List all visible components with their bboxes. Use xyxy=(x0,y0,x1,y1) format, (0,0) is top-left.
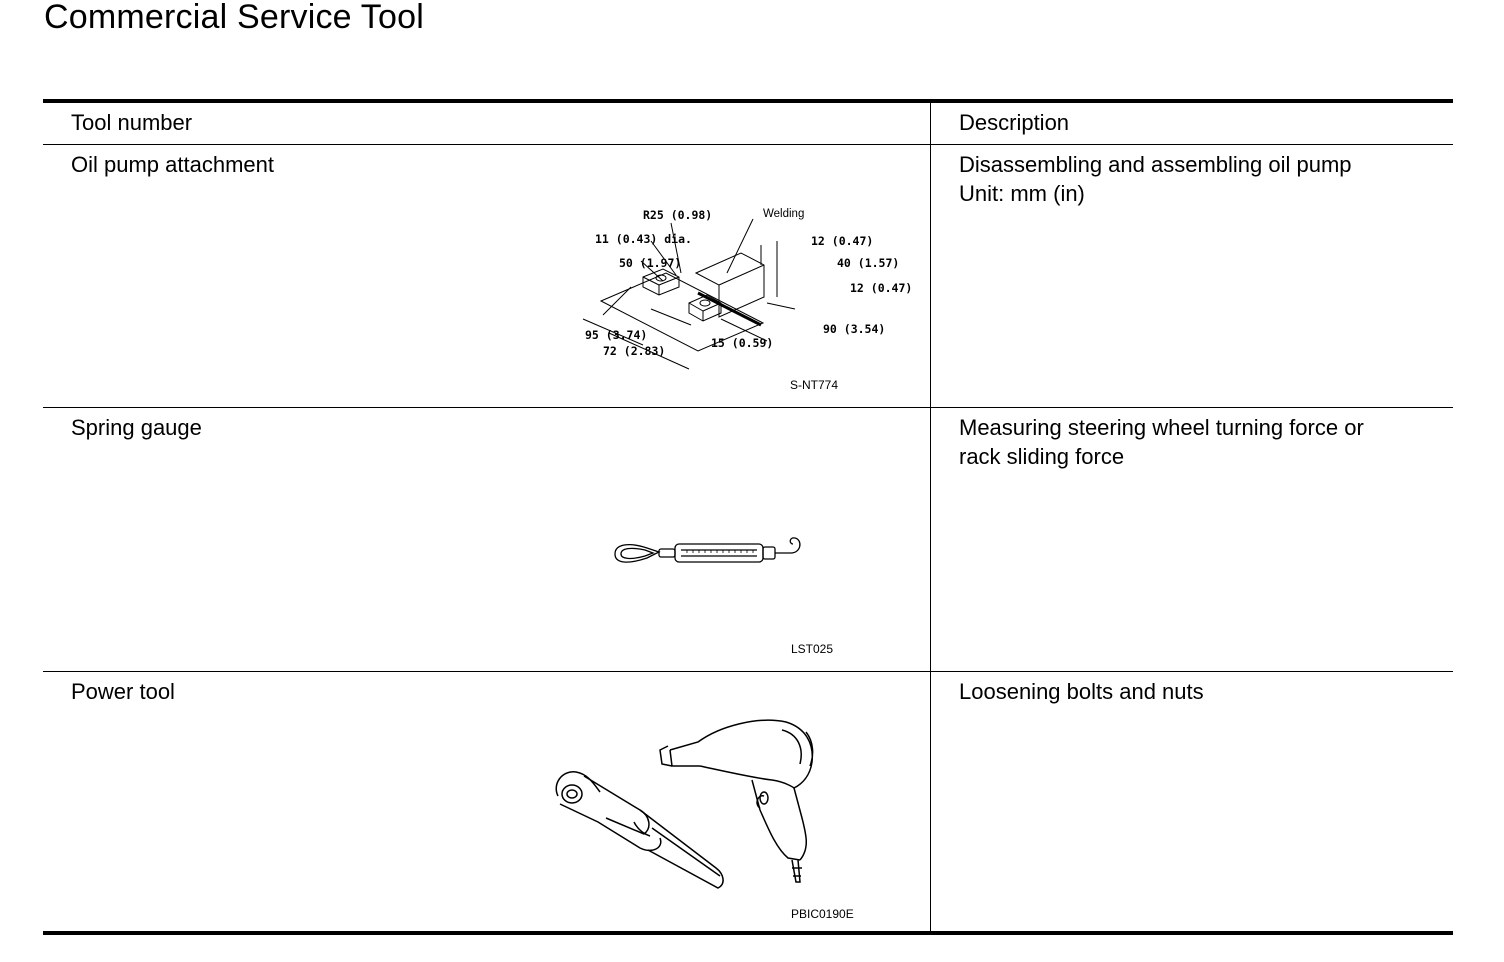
table-row: Spring gauge xyxy=(43,407,1453,671)
table-header-row: Tool number Description xyxy=(43,103,1453,144)
dim-11: 11 (0.43) dia. xyxy=(595,232,692,246)
figure-code: LST025 xyxy=(791,642,834,656)
dim-50: 50 (1.97) xyxy=(619,256,681,270)
header-description: Description xyxy=(959,110,1070,135)
header-cell-tool-number: Tool number xyxy=(43,103,931,144)
dim-95: 95 (3.74) xyxy=(585,328,647,342)
dim-40: 40 (1.57) xyxy=(837,256,899,270)
tool-name: Oil pump attachment xyxy=(71,152,274,177)
dim-90: 90 (3.54) xyxy=(823,322,885,336)
description-cell: Loosening bolts and nuts xyxy=(931,672,1453,931)
header-tool-number: Tool number xyxy=(71,110,193,135)
dim-welding: Welding xyxy=(763,208,804,220)
dim-15: 15 (0.59) xyxy=(711,336,773,350)
table-row: Power tool xyxy=(43,671,1453,931)
tool-name: Power tool xyxy=(71,679,175,704)
tool-cell: Power tool xyxy=(43,672,931,931)
table-row: Oil pump attachment xyxy=(43,144,1453,407)
tool-description: Measuring steering wheel turning force o… xyxy=(959,415,1364,469)
dim-r25: R25 (0.98) xyxy=(643,208,712,222)
tool-table: Tool number Description Oil pump attachm… xyxy=(43,99,1453,935)
dim-72: 72 (2.83) xyxy=(603,344,665,358)
description-cell: Measuring steering wheel turning force o… xyxy=(931,408,1453,671)
tool-description: Disassembling and assembling oil pump Un… xyxy=(959,152,1352,206)
page-title: Commercial Service Tool xyxy=(44,0,424,36)
spring-gauge-illustration xyxy=(614,537,801,563)
tool-name: Spring gauge xyxy=(71,415,202,440)
tool-cell: Spring gauge xyxy=(43,408,931,671)
dim-12b: 12 (0.47) xyxy=(850,281,912,295)
oil-pump-attachment-illustration: R25 (0.98) Welding 11 (0.43) dia. 12 (0.… xyxy=(582,208,912,370)
figure-code: S-NT774 xyxy=(790,378,839,392)
dim-12a: 12 (0.47) xyxy=(811,234,873,248)
header-cell-description: Description xyxy=(931,103,1453,144)
tool-description: Loosening bolts and nuts xyxy=(959,679,1204,704)
power-tool-illustration xyxy=(555,719,814,889)
description-cell: Disassembling and assembling oil pump Un… xyxy=(931,145,1453,407)
tool-cell: Oil pump attachment xyxy=(43,145,931,407)
figure-code: PBIC0190E xyxy=(791,907,854,921)
